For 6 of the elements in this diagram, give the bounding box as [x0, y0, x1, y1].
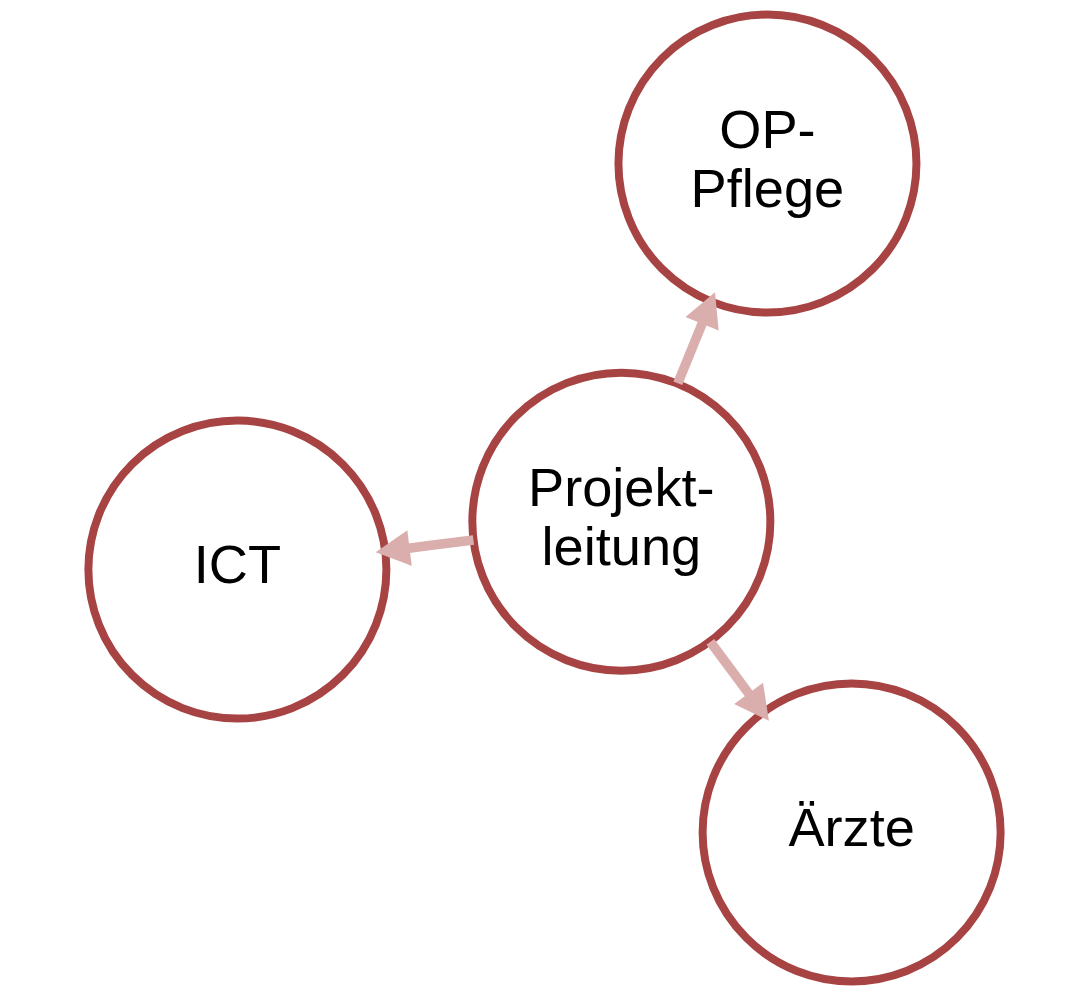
- node-circle: ICT: [84, 416, 391, 723]
- arrow: [673, 292, 719, 385]
- arrow: [375, 530, 475, 566]
- node-circle: Projekt- leitung: [468, 368, 775, 675]
- node-circle: OP- Pflege: [614, 10, 921, 317]
- arrow: [706, 638, 769, 721]
